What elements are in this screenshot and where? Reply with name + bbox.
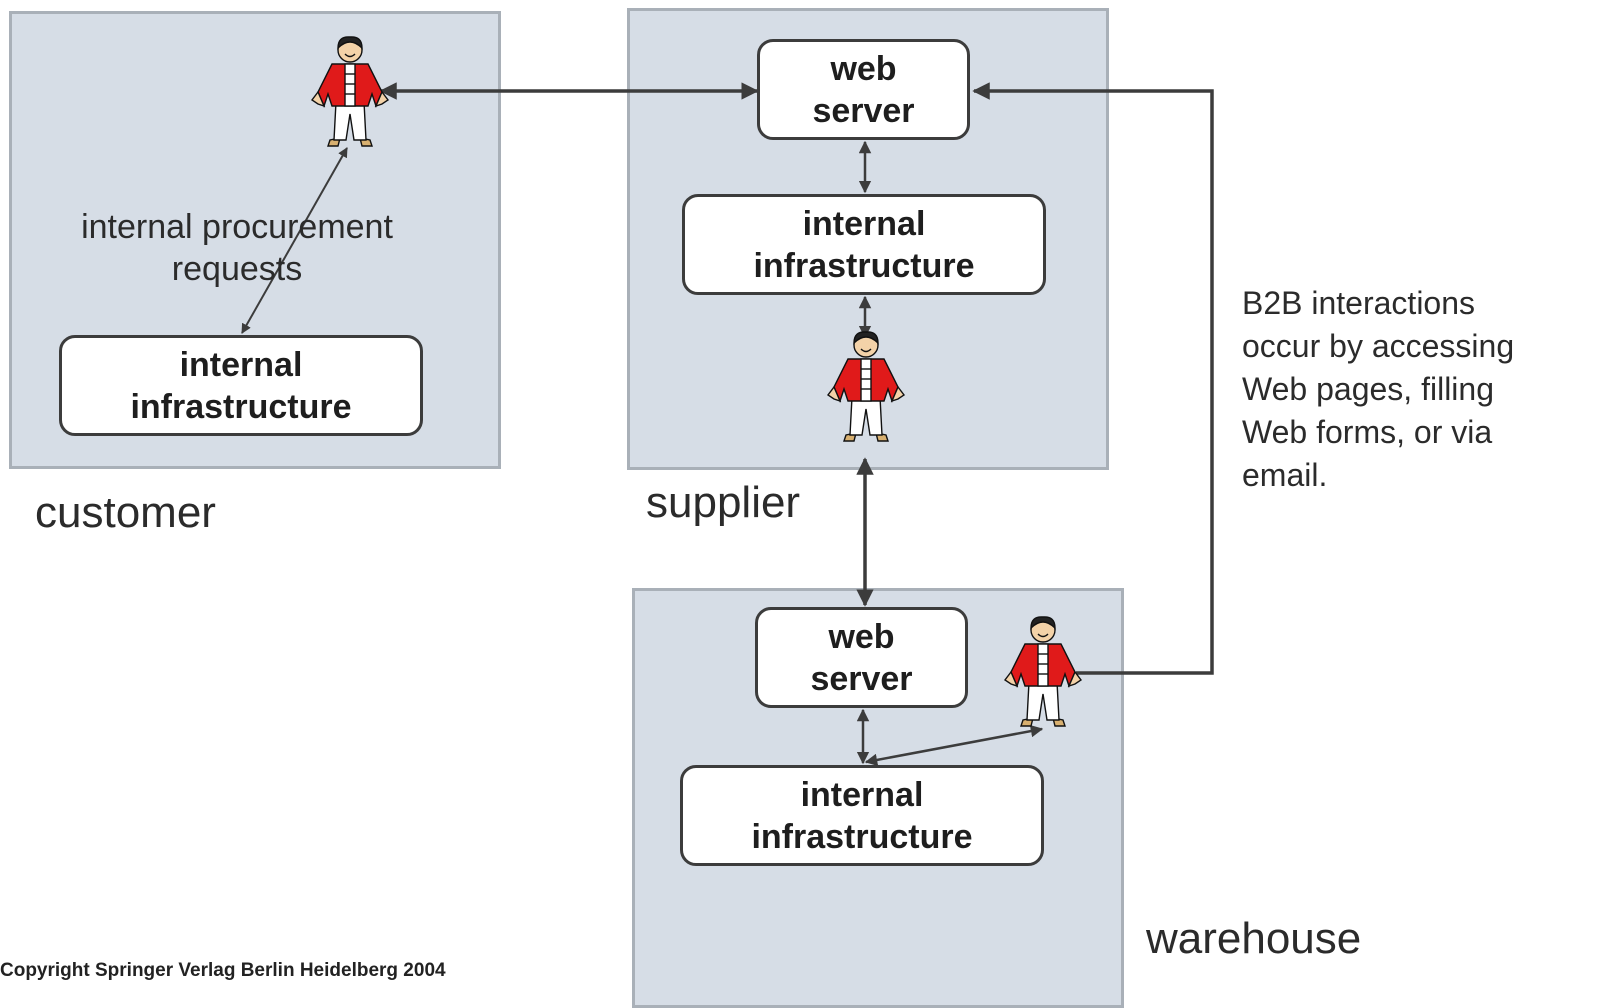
supplier-internal-infrastructure: internal infrastructure [682, 194, 1046, 295]
procurement-annotation: internal procurement requests [57, 206, 417, 290]
procurement-line: requests [171, 250, 303, 288]
box-line: infrastructure [753, 246, 975, 285]
box-line: internal [800, 775, 924, 814]
warehouse-internal-infrastructure: internal infrastructure [680, 765, 1044, 866]
customer-internal-infrastructure: internal infrastructure [59, 335, 423, 436]
warehouse-person-to-supplier-web-arrow [972, 82, 1214, 675]
b2b-note: B2B interactions occur by accessing Web … [1242, 282, 1612, 497]
b2b-note-line: Web pages, filling [1242, 371, 1494, 407]
b2b-note-line: B2B interactions [1242, 285, 1476, 321]
procurement-line: internal procurement [81, 208, 393, 246]
supplier-web-server: web server [757, 39, 970, 140]
box-line: web [828, 617, 895, 656]
box-line: internal [802, 204, 926, 243]
warehouse-infrastructure-to-person-arrow [864, 724, 1044, 767]
customer-label: customer [35, 488, 216, 537]
person-icon [310, 36, 390, 147]
box-line: server [810, 659, 913, 698]
box-line: server [812, 91, 915, 130]
warehouse-label: warehouse [1146, 914, 1362, 963]
b2b-note-line: email. [1242, 457, 1328, 493]
box-line: infrastructure [130, 387, 352, 426]
customer-person-to-infrastructure-arrow [241, 147, 348, 334]
b2b-note-line: occur by accessing [1242, 328, 1515, 364]
warehouse-web-server: web server [755, 607, 968, 708]
box-line: internal [179, 345, 303, 384]
copyright-text: Copyright Springer Verlag Berlin Heidelb… [0, 960, 446, 981]
box-line: infrastructure [751, 817, 973, 856]
person-icon [826, 331, 906, 442]
person-icon [1003, 616, 1083, 727]
supplier-label: supplier [646, 478, 801, 527]
box-line: web [830, 49, 897, 88]
b2b-note-line: Web forms, or via [1242, 414, 1493, 450]
